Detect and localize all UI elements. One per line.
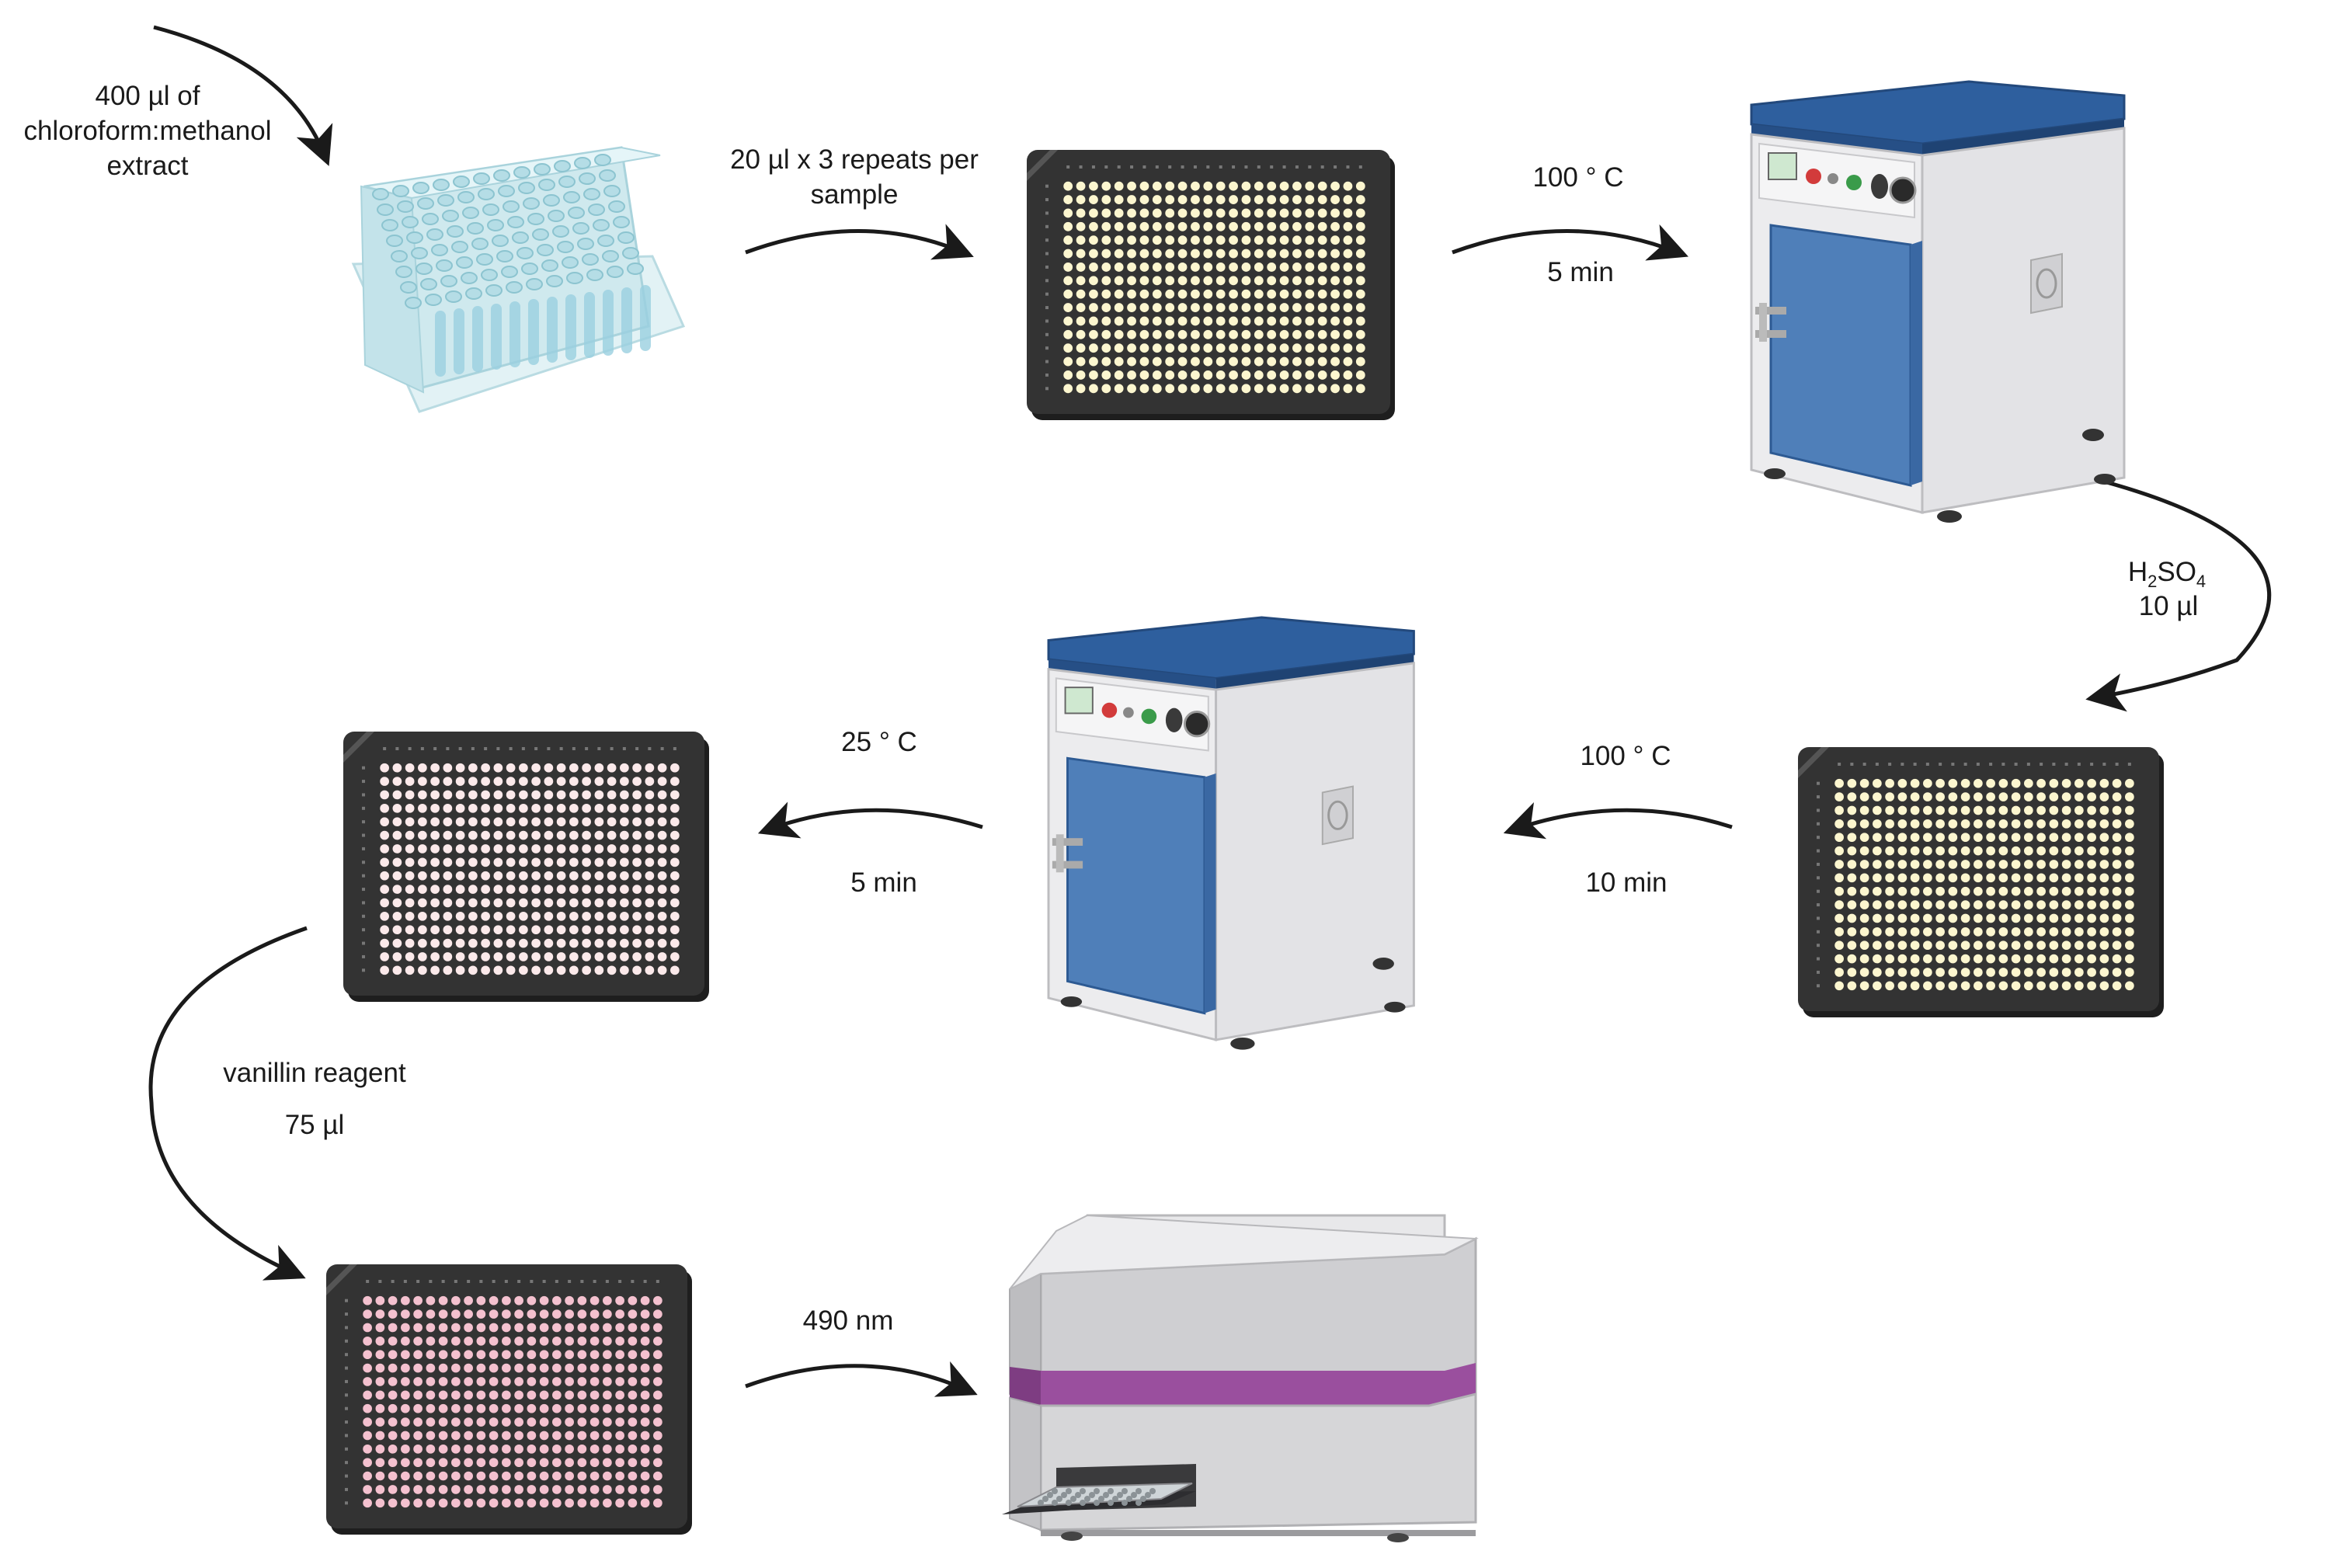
microplate-icon (343, 732, 709, 1002)
label-heat2-temp: 100 ° C (1580, 741, 1671, 771)
label-extract-line1: 400 µl of (96, 81, 200, 111)
arrow-block-to-plate (745, 224, 974, 260)
arrow-extract-to-block (153, 25, 333, 166)
arrow-oven-to-acid-plate (2085, 475, 2272, 712)
label-cool-time: 5 min (850, 867, 917, 898)
arrow-acid-plate-to-oven (1503, 802, 1733, 840)
oven-icon (1047, 616, 1415, 1050)
oven-icon (1750, 80, 2126, 523)
label-cool-temp: 25 ° C (841, 727, 917, 757)
label-readout: 490 nm (803, 1306, 894, 1336)
microplate-icon (1027, 150, 1395, 420)
arrow-oven-to-cooled-plate (757, 801, 983, 839)
label-transfer-line2: sample (811, 179, 899, 210)
label-heat1-time: 5 min (1547, 257, 1614, 287)
label-reagent-name: vanillin reagent (223, 1058, 406, 1088)
label-acid-volume: 10 µl (2139, 591, 2199, 621)
deep-well-block-icon (351, 146, 686, 413)
arrow-plate-to-oven (1452, 224, 1688, 261)
arrow-cooled-plate-to-pink-plate (148, 926, 308, 1281)
plate-reader-icon (1002, 1214, 1479, 1542)
label-reagent-volume: 75 µl (285, 1110, 345, 1140)
arrows (148, 25, 2272, 1397)
arrow-plate-to-reader (745, 1361, 978, 1397)
label-acid-formula: H2SO4 (2128, 557, 2206, 591)
labels: 400 µl of chloroform:methanol extract 20… (23, 81, 2206, 1336)
label-heat1-temp: 100 ° C (1532, 162, 1623, 193)
label-heat2-time: 10 min (1585, 867, 1667, 898)
microplate-icon (326, 1264, 692, 1535)
label-transfer-line1: 20 µl x 3 repeats per (730, 144, 979, 175)
label-extract-line2: chloroform:methanol (23, 116, 271, 146)
label-extract-line3: extract (106, 151, 188, 181)
microplate-icon (1798, 747, 2164, 1017)
